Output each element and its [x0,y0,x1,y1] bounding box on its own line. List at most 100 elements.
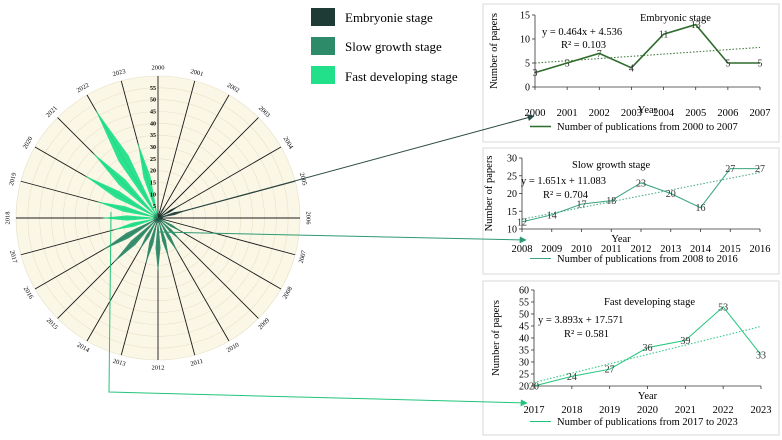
data-label: 13 [691,20,701,31]
panel-title: Slow growth stage [572,160,651,171]
radial-bar [158,206,162,218]
x-axis-title: Year [611,234,631,245]
radial-year-label: 2023 [112,68,126,78]
x-tick-label: 2007 [750,108,771,119]
x-tick-label: 2000 [525,108,546,119]
data-label: 12 [517,217,527,228]
radial-year-label: 2019 [8,172,18,186]
r-squared: R² = 0.704 [543,190,589,201]
panel-legend-label: Number of publications from 2008 to 2016 [557,254,738,265]
radial-bar [96,201,158,218]
y-tick-label: 10 [520,35,530,46]
radial-bar [112,218,158,264]
radial-bar [158,211,165,218]
x-tick-label: 2010 [571,244,592,255]
radial-bar [139,218,158,251]
radial-tick-label: 25 [150,157,156,163]
radial-spoke [157,94,230,219]
series-line [533,306,762,387]
panel-legend-label: Number of publications from 2000 to 2007 [557,122,738,133]
y-tick-label: 60 [519,286,529,297]
x-tick-label: 2013 [660,244,681,255]
radial-bar [158,204,181,218]
data-label: 16 [696,203,706,214]
radial-tick-label: 55 [150,86,156,92]
panel-legend-label: Number of publications from 2017 to 2023 [557,417,738,428]
x-tick-label: 2022 [713,405,734,416]
x-tick-label: 2004 [653,108,675,119]
radial-bar [102,218,158,250]
radial-tick-label: 40 [150,121,156,127]
y-tick-label: 20 [507,189,517,200]
y-tick-label: 15 [520,11,530,22]
radial-year-label: 2001 [190,68,204,78]
radial-year-label: 2022 [76,82,91,95]
radial-year-label: 2006 [305,212,312,226]
y-tick-label: 15 [507,207,517,218]
x-tick-label: 2016 [750,244,771,255]
radial-tick-label: 20 [150,169,156,175]
data-label: 11 [659,30,669,41]
radial-bar [158,218,179,253]
x-tick-label: 2023 [751,405,772,416]
series-line [534,23,760,74]
series-line [521,168,760,223]
x-tick-label: 2011 [601,244,622,255]
y-tick-label: 20 [519,382,529,393]
panel-title: Embryonic stage [640,13,711,24]
x-tick-label: 2020 [637,405,658,416]
data-label: 27 [755,164,765,175]
data-label: 18 [606,196,616,207]
radial-bar [158,218,170,222]
legend-label-embryonic: Embryonie stage [345,10,433,25]
radial-tick-label: 50 [150,98,156,104]
radial-bar [84,175,158,218]
radial-spoke [157,117,259,219]
y-tick-label: 10 [507,225,517,236]
radial-bar [157,210,159,218]
y-tick-label: 30 [519,358,529,369]
data-label: 23 [636,178,646,189]
radial-year-label: 2002 [226,82,241,95]
trend-equation: y = 1.651x + 11.083 [521,176,606,187]
y-tick-label: 25 [519,370,529,381]
y-tick-label: 0 [525,83,530,94]
x-tick-label: 2019 [599,405,620,416]
x-tick-label: 2008 [512,244,533,255]
data-label: 4 [629,63,634,74]
y-tick-label: 25 [507,171,517,182]
data-label: 39 [680,336,690,347]
radial-year-label: 2015 [45,317,59,331]
x-tick-label: 2021 [675,405,696,416]
radial-bar [158,218,183,233]
x-tick-label: 2001 [557,108,578,119]
y-tick-label: 35 [519,346,529,357]
radial-year-label: 2010 [226,342,241,355]
data-label: 27 [605,365,615,376]
radial-bar [158,218,182,242]
x-tick-label: 2002 [589,108,610,119]
radial-year-label: 2009 [257,317,271,331]
trend-line [534,46,761,64]
legend-swatch-slow-growth [311,37,335,55]
radial-year-label: 2003 [257,105,271,119]
y-tick-label: 40 [519,334,529,345]
x-tick-label: 2006 [717,108,738,119]
data-label: 33 [756,350,766,361]
data-label: 27 [725,164,735,175]
trend-equation: y = 0.464x + 4.536 [542,27,622,38]
radial-tick-label: 5 [153,204,156,210]
data-label: 36 [643,343,653,354]
radial-year-label: 2016 [22,286,35,301]
radial-year-label: 2011 [190,358,204,368]
radial-bar [145,218,158,264]
radial-year-label: 2018 [4,212,11,225]
x-tick-label: 2018 [561,405,582,416]
trend-line [533,325,762,384]
radial-bar [158,217,170,219]
x-tick-label: 2015 [720,244,741,255]
